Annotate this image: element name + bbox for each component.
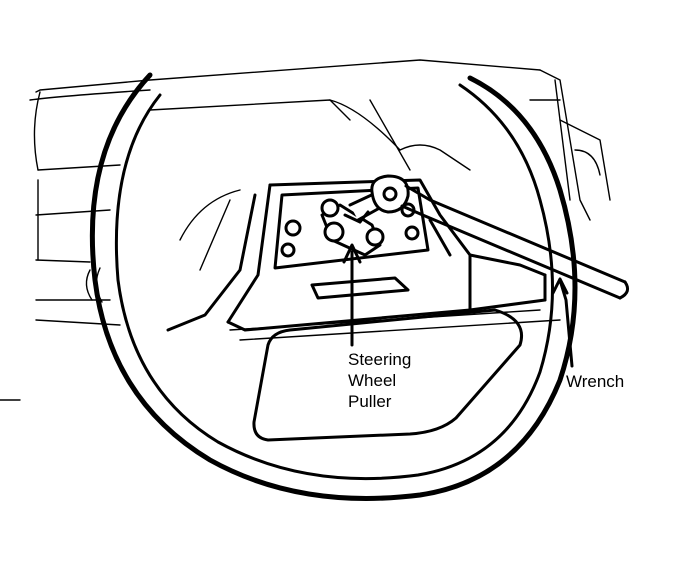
wrench-tool <box>370 174 630 300</box>
wrench-label: Wrench <box>566 372 625 391</box>
wrench-leader-line <box>558 278 574 368</box>
puller-label-line-1: Steering <box>348 350 412 369</box>
puller-leader-arrow <box>342 243 362 264</box>
horn-pad <box>252 308 523 442</box>
wrench-leader-arrow <box>551 277 569 295</box>
steering-wheel-puller-tool <box>320 190 387 257</box>
steering-wheel-rim <box>89 72 578 501</box>
horn-slot <box>310 276 410 300</box>
leader-lines <box>342 243 574 368</box>
puller-label-line-3: Puller <box>348 392 392 411</box>
puller-label-line-2: Wheel <box>348 371 397 390</box>
steering-wheel-puller-label: Steering Wheel Puller <box>348 349 411 412</box>
